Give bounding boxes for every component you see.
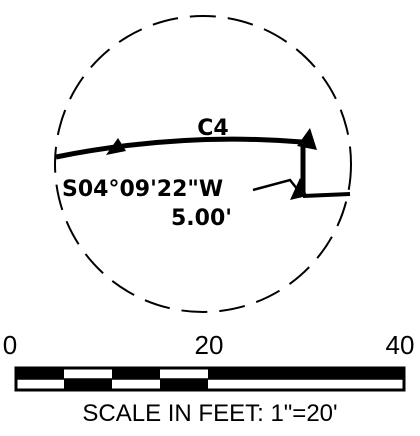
bearing-label: S04°09'22"W [62,177,223,202]
scale-bar-seg-5-top [208,368,404,379]
scale-bar [14,366,406,392]
scale-tick-label-40: 40 [386,330,415,360]
scale-caption: SCALE IN FEET: 1"=20' [82,400,337,427]
boundary-line-continuation [302,192,351,198]
corner-triangle [297,128,317,150]
boundary-line-c4 [55,136,303,160]
leader-arrowhead [290,178,307,200]
distance-label: 5.00' [171,206,232,231]
curve-label: C4 [197,116,228,141]
scale-bar-seg-1-top [16,368,64,379]
scale-bar-seg-3-top [112,368,160,379]
scale-bar-seg-4-bottom [160,379,208,390]
curve-arrowhead [106,138,126,155]
detail-circle [54,15,352,313]
scale-bar-seg-2-bottom [64,379,112,390]
leader-line [252,178,299,192]
scale-tick-label-20: 20 [195,330,224,360]
scale-tick-label-0: 0 [3,330,17,360]
